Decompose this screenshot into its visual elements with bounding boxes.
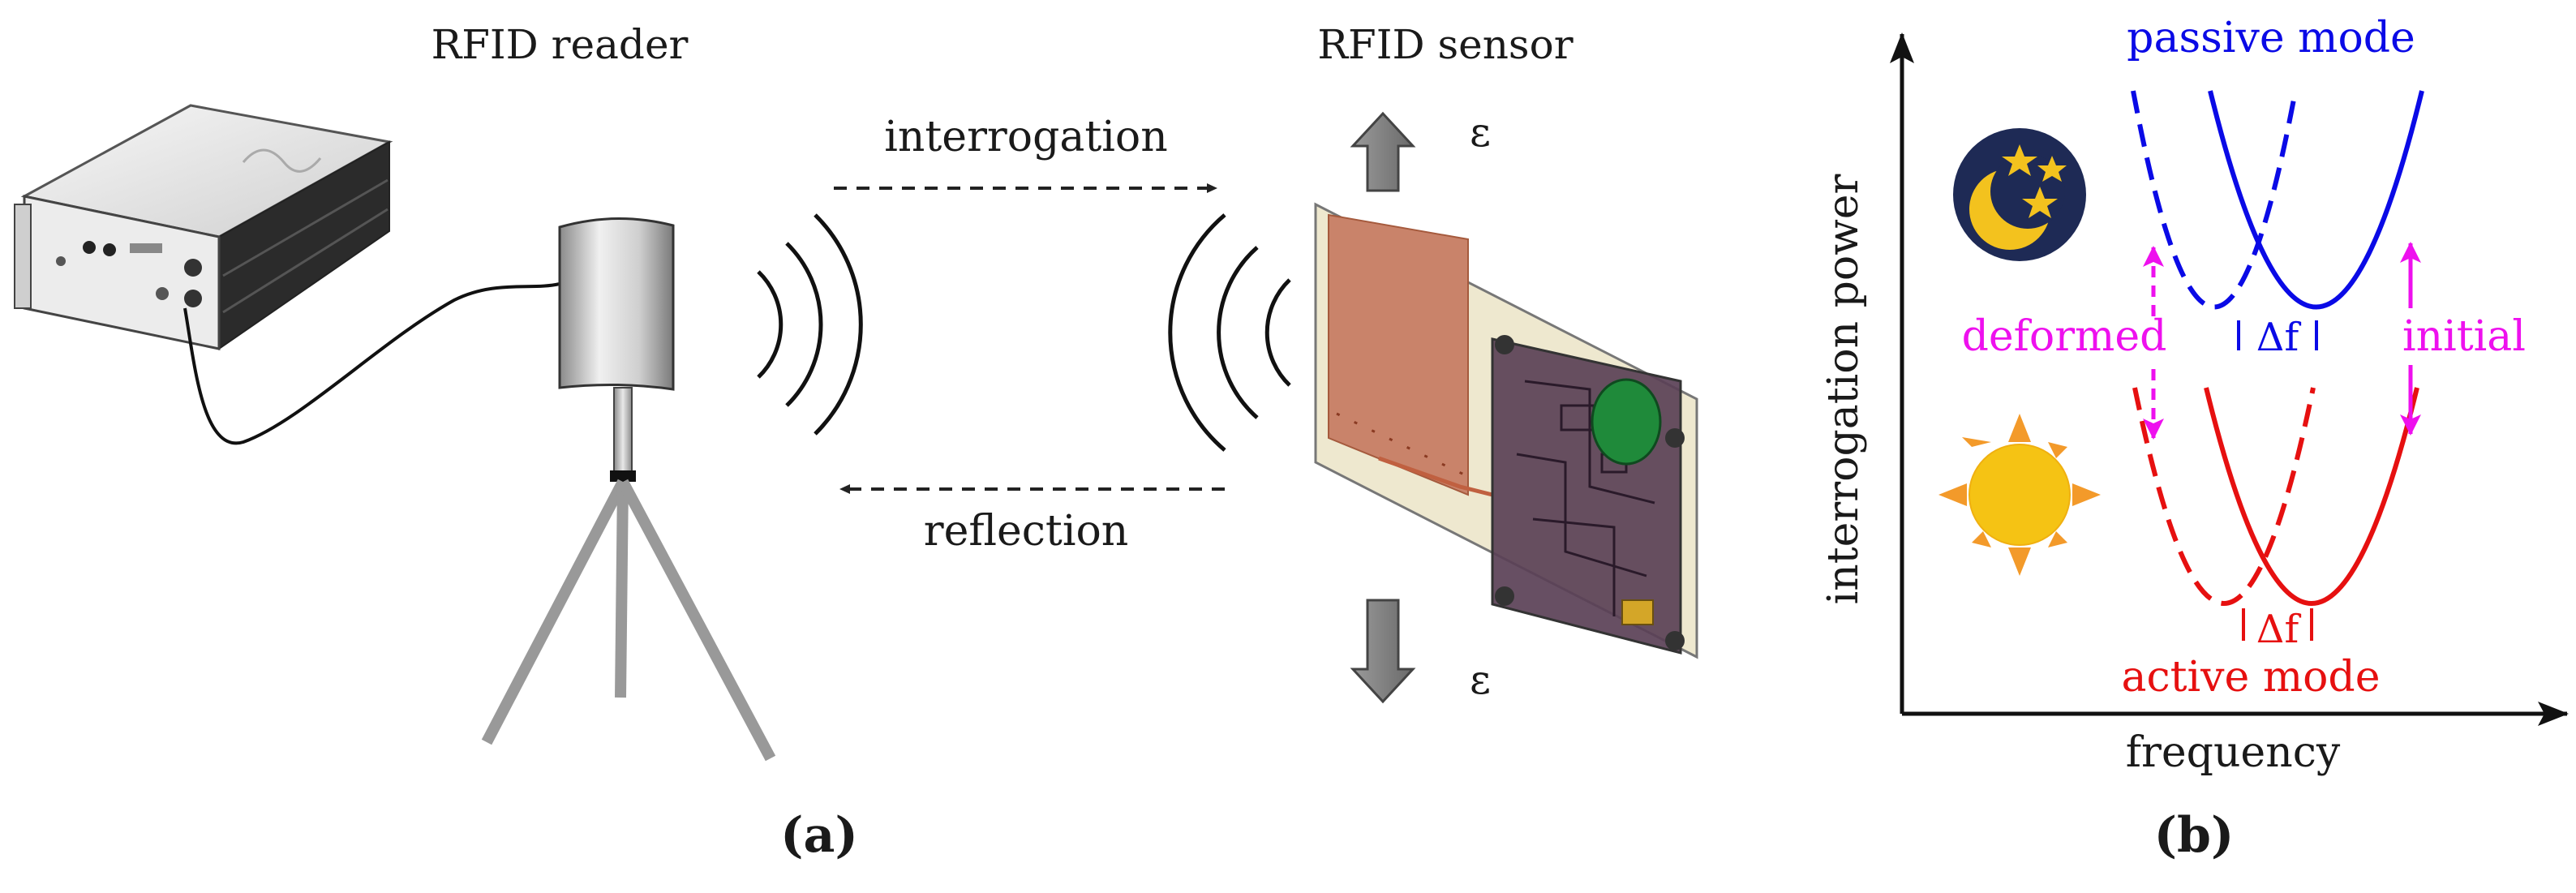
active-delta-markers: [2242, 608, 2313, 641]
passive-curve-initial: [2208, 90, 2424, 310]
strain-arrow-up: [1350, 111, 1416, 192]
reader-title: RFID reader: [431, 21, 689, 68]
sensor-title: RFID sensor: [1317, 21, 1573, 68]
rfid-reader-device: [14, 104, 393, 350]
strain-symbol-top: ε: [1470, 109, 1491, 156]
reflection-label: reflection: [924, 507, 1129, 556]
passive-delta-label: Δf: [2256, 315, 2302, 360]
initial-label: initial: [2402, 312, 2526, 361]
y-axis-label: interrogation power: [1819, 174, 1868, 605]
reader-antenna: [481, 217, 776, 762]
sun-icon: [1938, 414, 2101, 576]
rfid-sensor-board: [1314, 202, 1698, 659]
active-curve-deformed: [2132, 387, 2316, 606]
passive-delta-markers: [2237, 320, 2318, 350]
moon-stars-icon: [1953, 128, 2086, 261]
strain-symbol-bottom: ε: [1470, 656, 1491, 703]
active-mode-label: active mode: [2121, 653, 2380, 702]
active-curve-initial: [2204, 387, 2419, 606]
reader-wave-arcs: [757, 213, 863, 436]
passive-curve-deformed: [2131, 90, 2298, 310]
panel-a-label: (a): [780, 807, 858, 864]
active-delta-label: Δf: [2256, 607, 2302, 652]
x-axis-label: frequency: [2126, 728, 2341, 777]
reader-cable: [183, 282, 560, 445]
panel-b-label: (b): [2154, 807, 2235, 864]
sensor-wave-arcs: [1168, 213, 1291, 452]
strain-arrow-down: [1350, 599, 1416, 704]
passive-mode-label: passive mode: [2127, 14, 2415, 62]
interrogation-label: interrogation: [884, 113, 1167, 161]
deformed-label: deformed: [1962, 312, 2167, 361]
